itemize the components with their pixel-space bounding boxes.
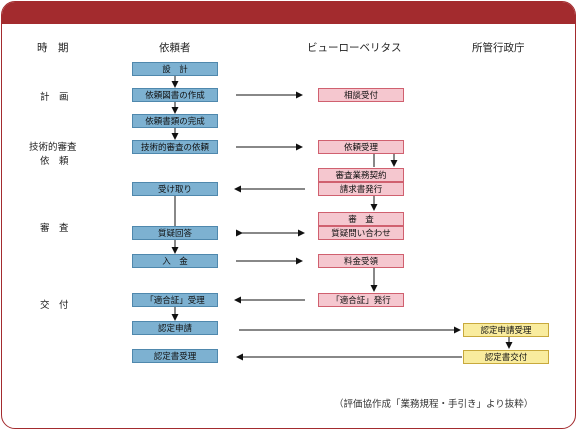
requester-apply: 認定申請 [132,321,218,335]
bureau-accept: 依頼受理 [318,140,404,154]
requester-receive-cert: 「適合証」受理 [132,293,218,307]
header-requester: 依頼者 [159,42,191,54]
phase-review: 審 査 [40,223,69,234]
requester-receive-approval: 認定書受理 [132,349,218,363]
requester-tech-request: 技術的審査の依頼 [132,140,218,154]
phase-issue: 交 付 [40,300,69,311]
source-note: （評価協作成「業務規程・手引き」より抜粋） [334,399,534,410]
bureau-fee: 料金受領 [318,254,404,268]
requester-payment: 入 金 [132,254,218,268]
phase-tech-review: 技術的審査 [29,142,77,153]
bureau-invoice: 請求書発行 [318,182,404,196]
bureau-contract: 審査業務契約 [318,168,404,182]
header-authority: 所管行政庁 [472,42,525,54]
phase-plan: 計 画 [40,92,69,103]
bureau-questions: 質疑問い合わせ [318,226,404,240]
bureau-consult: 相談受付 [318,88,404,102]
authority-accept-application: 認定申請受理 [463,323,549,337]
bureau-review: 審 査 [318,212,404,226]
header-period: 時 期 [37,42,69,54]
requester-design: 設 計 [132,62,218,76]
title-bar [2,2,575,24]
header-bureau: ビューローベリタス [307,42,402,54]
requester-drawings: 依頼図書の作成 [132,88,218,102]
authority-issue-approval: 認定書交付 [463,350,549,364]
requester-receive-invoice: 受け取り [132,182,218,196]
requester-answer: 質疑回答 [132,226,218,240]
bureau-issue-cert: 「適合証」発行 [318,293,404,307]
phase-request: 依 頼 [40,156,69,167]
requester-documents: 依頼書類の完成 [132,114,218,128]
